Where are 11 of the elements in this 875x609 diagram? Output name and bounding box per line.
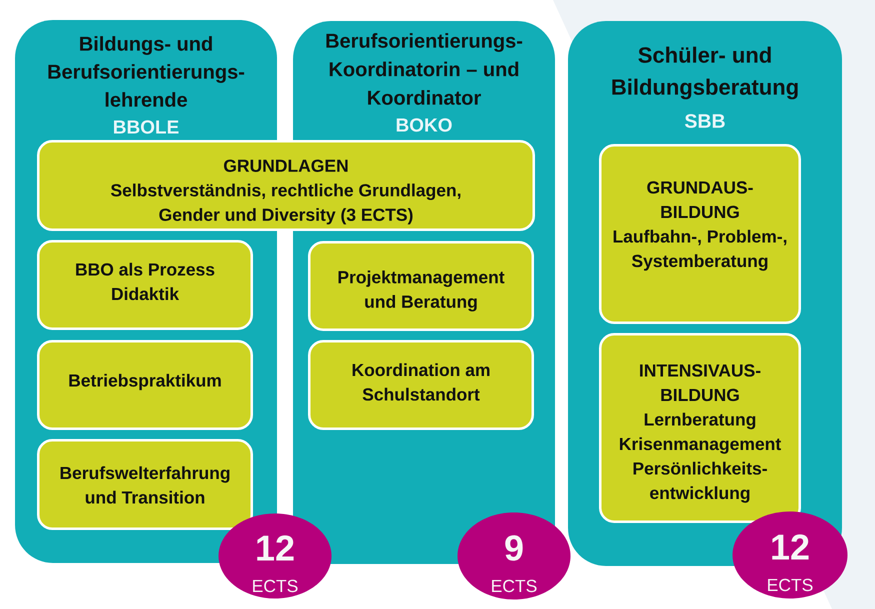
module-box: Projektmanagement und Beratung [308, 241, 534, 331]
module-box: BBO als Prozess Didaktik [37, 240, 253, 330]
module-box: INTENSIVAUS- BILDUNG Lernberatung Krisenmanagement Persönlichkeits- entwicklung [599, 333, 801, 523]
module-box: Koordination am Schulstandort [308, 340, 534, 430]
credit-badge: 12 ECTS [732, 512, 848, 598]
credit-badge: 9 ECTS [458, 512, 570, 600]
credit-badge: 12 ECTS [218, 514, 332, 598]
module-box: Berufswelterfahrung und Transition [37, 439, 253, 530]
module-box: GRUNDLAGEN Selbstverständnis, rechtliche Grundlagen, Gender und Diversity (3 ECTS) [37, 140, 535, 231]
module-box: GRUNDAUS- BILDUNG Laufbahn-, Problem-, Systemberatung [599, 144, 801, 324]
module-box: Betriebspraktikum [37, 340, 253, 430]
